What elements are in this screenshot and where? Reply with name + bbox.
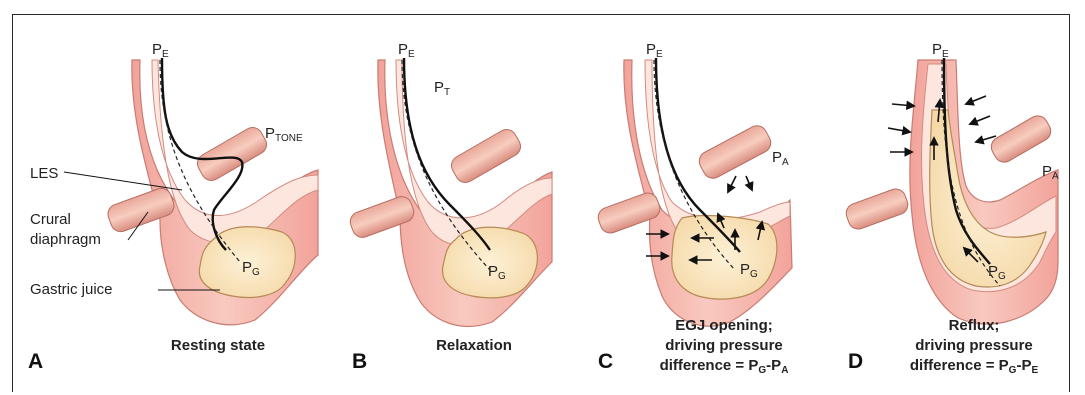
panel-c-formula: difference = PG-PA bbox=[660, 357, 789, 376]
panel-d: PE PA PG Reflux; driving pressure differ… bbox=[843, 41, 1059, 376]
pe-label: PE bbox=[152, 41, 169, 60]
panel-c-letter: C bbox=[598, 350, 613, 373]
crural-label-line1: Crural bbox=[30, 211, 71, 228]
diaphragm-right bbox=[448, 126, 524, 186]
panel-a-letter: A bbox=[28, 350, 43, 373]
crural-label-line2: diaphragm bbox=[30, 231, 101, 248]
les-label: LES bbox=[30, 165, 58, 182]
pa-label: PA bbox=[1042, 163, 1059, 182]
diaphragm-right bbox=[988, 112, 1055, 166]
panel-d-caption-line1: Reflux; bbox=[949, 317, 1000, 334]
panel-b-caption: Relaxation bbox=[436, 337, 512, 354]
panel-c-caption-line1: EGJ opening; bbox=[675, 317, 773, 334]
panel-d-letter: D bbox=[848, 350, 863, 373]
pe-label: PE bbox=[646, 41, 663, 60]
ptone-label: PTONE bbox=[265, 125, 303, 144]
pa-label: PA bbox=[772, 149, 789, 168]
panel-d-caption-line2: driving pressure bbox=[915, 337, 1033, 354]
gastric-juice-label: Gastric juice bbox=[30, 281, 113, 298]
panel-d-formula: difference = PG-PE bbox=[910, 357, 1039, 376]
diaphragm-right bbox=[194, 124, 270, 184]
panel-c-caption-line2: driving pressure bbox=[665, 337, 783, 354]
les-leader bbox=[64, 172, 182, 190]
pe-label: PE bbox=[932, 41, 949, 60]
crural-diaphragm bbox=[843, 186, 910, 232]
pe-label: PE bbox=[398, 41, 415, 60]
panel-a-caption: Resting state bbox=[171, 337, 265, 354]
pt-label: PT bbox=[434, 79, 450, 98]
panel-a: LES Crural diaphragm Gastric juice PE PT… bbox=[28, 41, 318, 373]
panel-b: PE PT PG Relaxation B bbox=[347, 41, 552, 373]
panel-c: PE PA PG EGJ opening; driving pressure d… bbox=[595, 41, 792, 376]
diaphragm-right bbox=[696, 122, 774, 181]
panel-b-letter: B bbox=[352, 350, 367, 373]
